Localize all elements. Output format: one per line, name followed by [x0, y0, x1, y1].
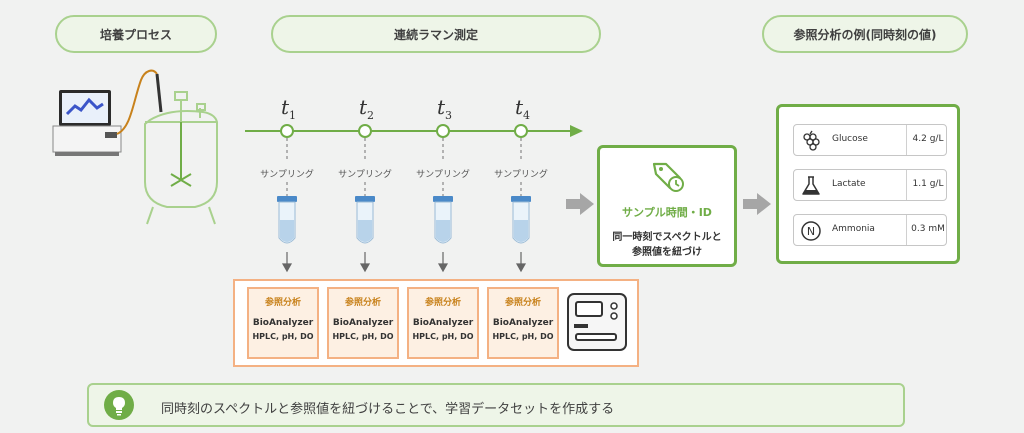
sampling-connectors [277, 138, 531, 273]
divider [906, 215, 907, 245]
grapes-icon [803, 130, 820, 151]
timepoint-node [358, 124, 372, 138]
timepoint-node [280, 124, 294, 138]
analyzer-device-icon [567, 293, 627, 351]
sample-id-title: サンプル時間・ID [622, 206, 712, 219]
timepoint-label-3: t3 [437, 95, 453, 122]
header-continuous-raman: 連続ラマン測定 [271, 15, 601, 53]
analyte-value: 4.2 g/L [912, 134, 944, 144]
reference-box-3: 参照分析 BioAnalyzer HPLC, pH, DO [407, 287, 479, 359]
timepoint-label-4: t4 [515, 95, 531, 122]
timeline [245, 124, 583, 138]
analyte-name: Lactate [832, 179, 866, 189]
sample-id-desc-1: 同一時刻でスペクトルと [612, 232, 722, 243]
reference-box-4: 参照分析 BioAnalyzer HPLC, pH, DO [487, 287, 559, 359]
sampling-label-2: サンプリング [338, 170, 392, 180]
summary-text: 同時刻のスペクトルと参照値を紐づけることで、学習データセットを作成する [161, 402, 615, 417]
reference-box-2: 参照分析 BioAnalyzer HPLC, pH, DO [327, 287, 399, 359]
sampling-label-4: サンプリング [494, 170, 548, 180]
flask-icon [802, 176, 820, 195]
raman-instrument-icon [52, 90, 122, 156]
header-reference-example: 参照分析の例(同時刻の値) [762, 15, 968, 53]
timepoint-node [514, 124, 528, 138]
analyte-row-ammonia: N Ammonia 0.3 mM [793, 214, 947, 246]
flow-arrow [743, 193, 771, 215]
divider [906, 125, 907, 155]
summary-banner: 同時刻のスペクトルと参照値を紐づけることで、学習データセットを作成する [87, 383, 905, 427]
reference-box-1: 参照分析 BioAnalyzer HPLC, pH, DO [247, 287, 319, 359]
nitrogen-icon: N [801, 221, 821, 241]
timepoint-label-1: t1 [281, 95, 297, 122]
sampling-label-3: サンプリング [416, 170, 470, 180]
test-tube-icons [277, 196, 531, 244]
analyte-row-glucose: Glucose 4.2 g/L [793, 124, 947, 156]
sample-id-box: サンプル時間・ID 同一時刻でスペクトルと 参照値を紐づけ [597, 145, 737, 267]
analyte-row-lactate: Lactate 1.1 g/L [793, 169, 947, 201]
analyte-value: 1.1 g/L [912, 179, 944, 189]
analyte-name: Ammonia [832, 224, 875, 234]
lightbulb-icon [104, 390, 134, 420]
divider [906, 170, 907, 200]
sample-id-desc-2: 参照値を紐づけ [632, 247, 702, 258]
tag-clock-icon [652, 162, 684, 192]
analyte-value: 0.3 mM [911, 224, 945, 234]
timepoint-node [436, 124, 450, 138]
analyte-name: Glucose [832, 134, 868, 144]
sampling-label-1: サンプリング [260, 170, 314, 180]
bioreactor-illustration [52, 69, 218, 225]
timepoint-label-2: t2 [359, 95, 375, 122]
svg-text:N: N [807, 225, 815, 238]
header-culture-process: 培養プロセス [55, 15, 217, 53]
flow-arrow [566, 193, 594, 215]
